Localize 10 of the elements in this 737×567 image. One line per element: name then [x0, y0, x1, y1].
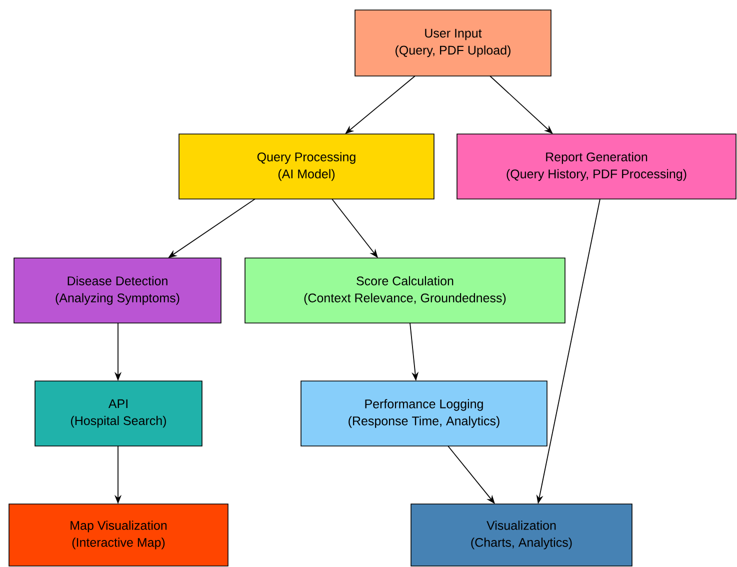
process-box: Query Processing (AI Model) [178, 134, 434, 200]
process-box: API (Hospital Search) [34, 380, 202, 446]
process-box: Score Calculation (Context Relevance, Groundedness) [244, 258, 566, 324]
process-box: Map Visualization (Interactive Map) [8, 504, 228, 566]
arrow [490, 76, 553, 134]
process-box: Visualization (Charts, Analytics) [410, 504, 632, 566]
process-box: Disease Detection (Analyzing Symptoms) [14, 258, 222, 324]
process-box: Report Generation (Query History, PDF Processing) [456, 134, 736, 200]
process-box: Performance Logging (Response Time, Analytics) [300, 380, 548, 446]
process-box: User Input (Query, PDF Upload) [354, 10, 552, 76]
